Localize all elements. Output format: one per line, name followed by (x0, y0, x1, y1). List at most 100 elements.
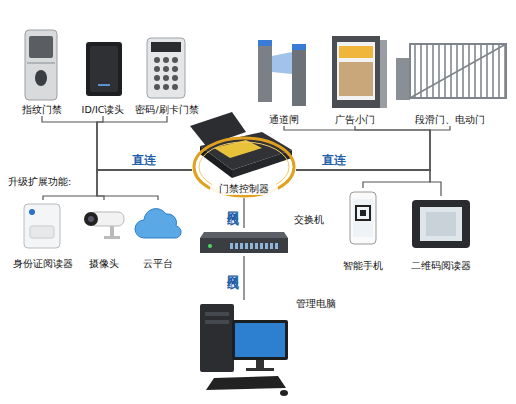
network-switch (200, 232, 288, 253)
node-label: ID/IC读头 (76, 104, 130, 116)
pc-base (246, 368, 274, 371)
keypad-key (172, 75, 178, 81)
device-node: 智能手机 (338, 188, 388, 272)
device-node: 广告小门 (322, 30, 388, 126)
keypad-device (147, 38, 185, 98)
gate-bars (410, 44, 506, 98)
pc-screen (235, 323, 285, 357)
connector-line (97, 116, 192, 170)
qr-center (360, 210, 366, 216)
connector-line (296, 170, 430, 188)
gate-cap (258, 40, 272, 46)
node-label: 段滑门、电动门 (392, 114, 508, 126)
turnstile-gate (258, 40, 306, 106)
device-trim (27, 62, 55, 64)
connector-line (296, 170, 441, 196)
keypad-key (163, 66, 169, 72)
gate-motor (396, 58, 410, 100)
gate-frame (332, 36, 380, 108)
keypad-key (172, 57, 178, 63)
pc-tower (200, 304, 234, 372)
keypad-key (154, 57, 160, 63)
node-label: 云平台 (132, 258, 184, 270)
keypad-key (163, 57, 169, 63)
reader-glass (426, 212, 456, 236)
reader-led (98, 84, 110, 86)
phone-body (350, 192, 376, 244)
keypad-key (172, 66, 178, 72)
node-label: 身份证阅读器 (10, 258, 76, 270)
id-card-reader (24, 204, 60, 248)
card-reader (86, 42, 122, 96)
advert-gate (332, 36, 387, 108)
connector-line (42, 116, 192, 170)
reader-logo (29, 209, 35, 215)
reader-window (420, 207, 462, 241)
connector-line (97, 170, 192, 200)
node-label: 二维码阅读器 (404, 260, 478, 272)
keypad-key (163, 84, 169, 90)
computer-node: 管理电脑 (194, 300, 292, 398)
smartphone (350, 192, 376, 244)
fingerprint-sensor (35, 70, 47, 86)
camera-glass (88, 216, 94, 222)
keypad-key (154, 75, 160, 81)
node-label: 通道闸 (252, 114, 316, 126)
switch-front (200, 238, 288, 253)
connector-line (97, 116, 192, 170)
connector-line (97, 170, 192, 200)
section-heading: 升级扩展功能: (8, 176, 71, 189)
connector-line (243, 198, 244, 228)
device-node: 密码/刷卡门禁 (134, 26, 200, 116)
device-node: 摄像头 (80, 200, 128, 270)
reader-body (24, 204, 60, 248)
poster-band (339, 46, 373, 58)
node-label: 门禁控制器 (210, 183, 278, 195)
connector-label: 网线 (226, 266, 239, 268)
gate-post (380, 40, 387, 108)
gate-flap (272, 52, 292, 74)
device-node: 通道闸 (252, 30, 316, 126)
node-label: 密码/刷卡门禁 (134, 104, 200, 116)
keypad-key (154, 84, 160, 90)
reader-body (412, 200, 470, 248)
connector-label: 直连 (322, 154, 346, 167)
gate-poster (337, 42, 375, 100)
connector-label: 直连 (132, 154, 156, 167)
computer (200, 304, 288, 396)
reader-face (90, 46, 118, 92)
pc-keyboard (206, 376, 286, 390)
camera-base (104, 236, 120, 239)
keypad-body (147, 38, 185, 98)
cloud-icon (135, 209, 181, 238)
device-node: 身份证阅读器 (10, 200, 76, 270)
keypad-key (172, 84, 178, 90)
device-node: 指纹门禁 (14, 26, 70, 116)
pc-bay (205, 320, 229, 324)
connector-line (296, 126, 450, 170)
device-node: ID/IC读头 (76, 26, 130, 116)
sliding-gate (396, 44, 506, 100)
pc-bay (205, 312, 229, 316)
keypad-key (154, 66, 160, 72)
device-node: 段滑门、电动门 (392, 30, 508, 126)
gate-cap (292, 44, 306, 50)
phone-screen (353, 199, 373, 237)
qr-reader (412, 200, 470, 248)
camera-device (84, 212, 124, 239)
camera-mount (110, 226, 114, 236)
gate-brace (410, 44, 506, 98)
qr-code (356, 206, 370, 220)
device-body (25, 30, 57, 100)
switch-top (200, 232, 288, 238)
node-label: 指纹门禁 (14, 104, 70, 116)
reader-pad (30, 226, 54, 238)
connector-line (284, 126, 430, 170)
ring-outer (194, 138, 294, 196)
connector-label: 网线 (226, 202, 239, 204)
node-label: 广告小门 (322, 114, 388, 126)
switch-led (208, 244, 212, 248)
switch-ports (230, 243, 280, 249)
